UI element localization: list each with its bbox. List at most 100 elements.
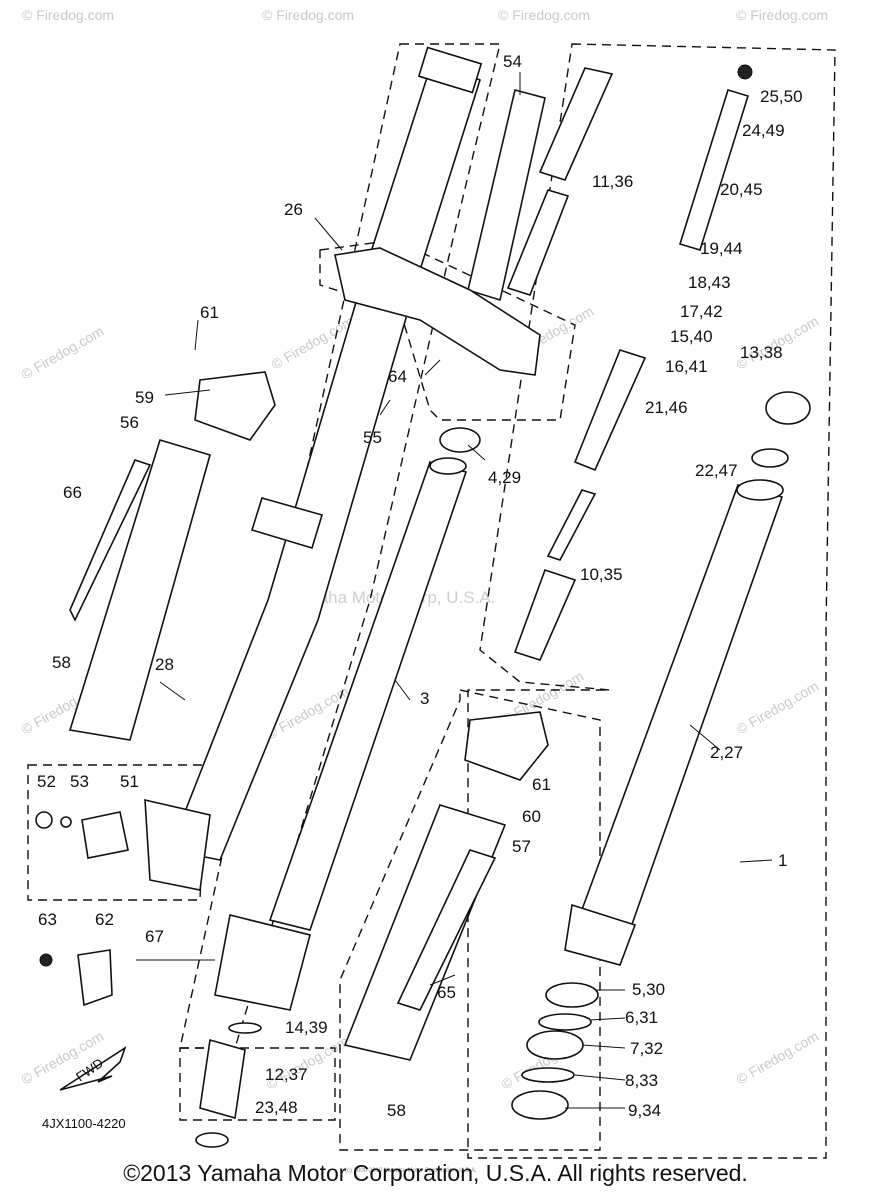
callout-55: 55 bbox=[363, 428, 382, 447]
small-notice: (c) 2000-2010 Yamaha Motor Corporation, … bbox=[345, 1168, 477, 1174]
clamp-60 bbox=[464, 711, 549, 781]
leader-64 bbox=[424, 359, 441, 376]
callout-66: 66 bbox=[63, 483, 82, 502]
callout-3: 3 bbox=[420, 689, 429, 708]
right-tube-top bbox=[736, 479, 784, 501]
cylinder-10 bbox=[513, 568, 577, 661]
callout-62: 62 bbox=[95, 910, 114, 929]
lower-axle-holder bbox=[214, 914, 311, 1011]
callout-58b: 58 bbox=[387, 1101, 406, 1120]
bolt-63 bbox=[39, 953, 53, 967]
right-tube-body bbox=[578, 484, 784, 931]
callout-64: 64 bbox=[388, 367, 407, 386]
callout-60: 60 bbox=[522, 807, 541, 826]
right-tube-seal bbox=[564, 903, 637, 966]
leader-61a bbox=[194, 319, 199, 351]
callout-17-42: 17,42 bbox=[680, 302, 723, 321]
leader-7-32 bbox=[581, 1044, 626, 1049]
nut-25 bbox=[737, 64, 753, 80]
callout-59: 59 bbox=[135, 388, 154, 407]
right-guard-boundary bbox=[339, 689, 601, 1151]
leader-3 bbox=[394, 679, 411, 701]
callout-20-45: 20,45 bbox=[720, 180, 763, 199]
callout-53: 53 bbox=[70, 772, 89, 791]
leader-6-31 bbox=[589, 1017, 626, 1021]
callout-28: 28 bbox=[155, 655, 174, 674]
callout-14-39: 14,39 bbox=[285, 1018, 328, 1037]
outer-tube-cap bbox=[417, 46, 483, 94]
callout-labels: 54 25,50 24,49 11,36 20,45 26 19,44 18,4… bbox=[37, 52, 803, 1120]
site-watermark: © Firedog.com bbox=[498, 7, 590, 23]
callout-5-30: 5,30 bbox=[632, 980, 665, 999]
cap-bolt-13 bbox=[765, 391, 811, 425]
guard-plate-66 bbox=[69, 459, 152, 622]
guard-bolt-boundary bbox=[27, 764, 206, 901]
site-watermark: © Firedog.com bbox=[19, 323, 107, 383]
callout-58a: 58 bbox=[52, 653, 71, 672]
callout-11-36: 11,36 bbox=[592, 172, 633, 191]
leader-4-29 bbox=[467, 444, 486, 461]
callout-54: 54 bbox=[503, 52, 522, 71]
callout-26: 26 bbox=[284, 200, 303, 219]
valve-boundary bbox=[179, 1047, 336, 1121]
callout-23-48: 23,48 bbox=[255, 1098, 298, 1117]
o-ring-22 bbox=[751, 448, 789, 468]
guard-plate-65 bbox=[396, 849, 497, 1011]
damper-rod-assembly bbox=[467, 67, 614, 302]
callout-61a: 61 bbox=[200, 303, 219, 322]
callout-24-49: 24,49 bbox=[742, 121, 785, 140]
inner-fork-tube bbox=[214, 427, 481, 1011]
callout-6-31: 6,31 bbox=[625, 1008, 658, 1027]
callout-1: 1 bbox=[778, 851, 787, 870]
site-watermark: © Firedog.com bbox=[736, 7, 828, 23]
clamp-59 bbox=[194, 371, 276, 441]
seal-stack bbox=[511, 982, 599, 1120]
leader-lines bbox=[136, 72, 773, 1109]
callout-18-43: 18,43 bbox=[688, 273, 731, 292]
callout-22-47: 22,47 bbox=[695, 461, 738, 480]
callout-2-27: 2,27 bbox=[710, 743, 743, 762]
callout-8-33: 8,33 bbox=[625, 1071, 658, 1090]
rebound-spring-21 bbox=[573, 349, 647, 472]
leader-2-27 bbox=[689, 724, 721, 751]
right-outer-tube bbox=[564, 479, 784, 966]
damper-rod-20 bbox=[678, 89, 750, 251]
fork-guard-57 bbox=[343, 804, 507, 1061]
seal-7 bbox=[526, 1030, 584, 1060]
callout-67: 67 bbox=[145, 927, 164, 946]
valve-12 bbox=[199, 1038, 246, 1120]
leader-26 bbox=[314, 217, 343, 251]
oil-seal-4 bbox=[439, 427, 481, 453]
spring-54 bbox=[467, 89, 546, 302]
diagram-code: 4JX1100-4220 bbox=[42, 1116, 126, 1131]
outer-tube-seal-band bbox=[250, 497, 324, 549]
rod-10 bbox=[546, 489, 597, 561]
callout-65: 65 bbox=[437, 983, 456, 1002]
callout-52: 52 bbox=[37, 772, 56, 791]
ring-8 bbox=[521, 1067, 575, 1083]
leader-59 bbox=[164, 389, 211, 396]
washer-23 bbox=[195, 1132, 229, 1148]
fwd-arrow-shape bbox=[59, 1046, 127, 1091]
callout-51: 51 bbox=[120, 772, 139, 791]
callout-16-41: 16,41 bbox=[665, 357, 708, 376]
callout-15-40: 15,40 bbox=[670, 327, 713, 346]
site-watermark: © Firedog.com bbox=[262, 7, 354, 23]
copyright-notice: ©2013 Yamaha Motor Corporation, U.S.A. A… bbox=[123, 1160, 748, 1186]
nut-52 bbox=[35, 811, 53, 829]
callout-25-50: 25,50 bbox=[760, 87, 803, 106]
axle-bracket bbox=[144, 798, 211, 891]
leader-55 bbox=[379, 399, 391, 416]
inner-tube-top bbox=[429, 457, 467, 475]
leader-65 bbox=[429, 974, 456, 986]
plate-62 bbox=[77, 949, 113, 1007]
site-watermark: © Firedog.com bbox=[734, 1028, 822, 1088]
cartridge-assembly bbox=[513, 64, 811, 661]
clip-6 bbox=[538, 1013, 592, 1031]
callout-61b: 61 bbox=[532, 775, 551, 794]
callout-4-29: 4,29 bbox=[488, 468, 521, 487]
dust-seal-9 bbox=[511, 1090, 569, 1120]
washer-5 bbox=[545, 982, 599, 1008]
callout-13-38: 13,38 bbox=[740, 343, 783, 362]
